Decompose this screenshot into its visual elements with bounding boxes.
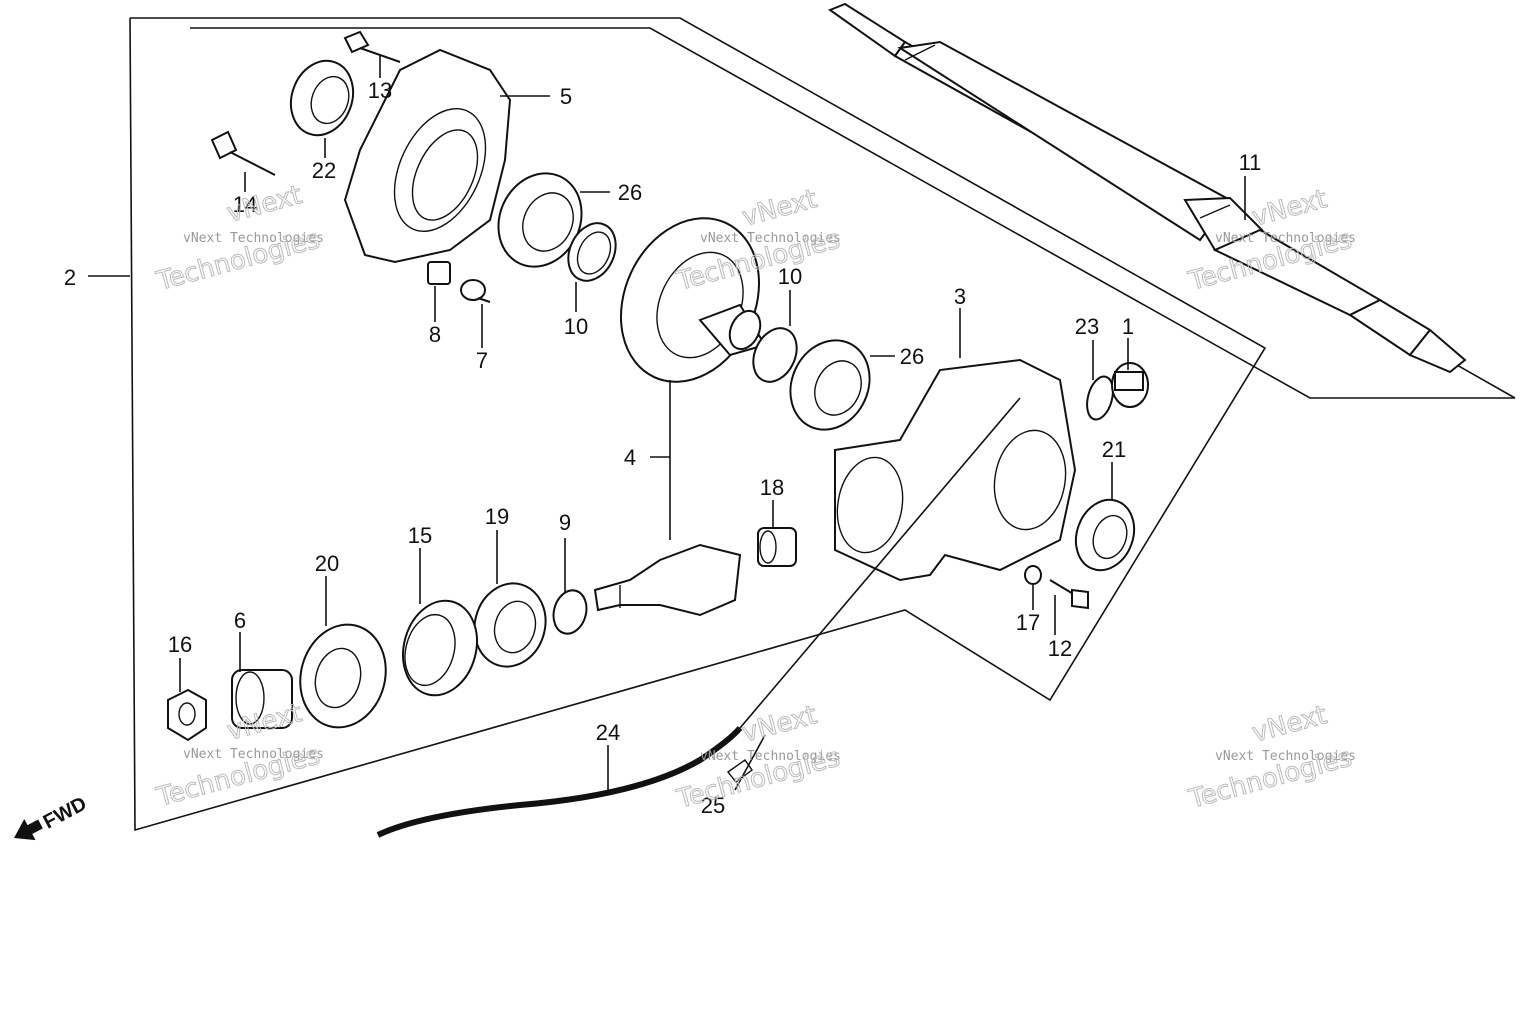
watermark-1: vNext vNext Technologies Technologies — [153, 180, 324, 298]
nut-16 — [167, 688, 207, 742]
shim-10-upper — [567, 222, 617, 282]
svg-text:vNext: vNext — [739, 184, 820, 233]
bolt-13 — [343, 30, 401, 63]
needle-bearing-18 — [757, 527, 797, 567]
o-ring-23 — [1086, 375, 1114, 421]
callout-24: 24 — [596, 720, 620, 745]
svg-text:vNext Technologies: vNext Technologies — [1215, 749, 1356, 764]
callout-4: 4 — [624, 445, 636, 470]
gear-case-3 — [834, 358, 1077, 582]
callout-8: 8 — [429, 322, 441, 347]
shim-10-lower — [752, 327, 798, 383]
callout-16: 16 — [168, 632, 192, 657]
axle-shaft — [827, 2, 1467, 374]
plate-8 — [427, 261, 451, 285]
callout-21: 21 — [1102, 437, 1126, 462]
svg-text:vNext: vNext — [1249, 184, 1330, 233]
callout-3: 3 — [954, 284, 966, 309]
bolt-12 — [1049, 579, 1089, 610]
callout-22: 22 — [312, 158, 336, 183]
svg-text:vNext Technologies: vNext Technologies — [183, 231, 324, 246]
callout-2: 2 — [64, 265, 76, 290]
callout-17: 17 — [1016, 610, 1040, 635]
callout-18: 18 — [760, 475, 784, 500]
ring-gear-4 — [620, 217, 767, 383]
washer-17 — [1024, 565, 1042, 585]
oil-seal-21 — [1074, 498, 1136, 572]
forward-label: FWD — [40, 793, 91, 834]
bearing-19 — [473, 582, 547, 668]
callout-26-upper: 26 — [618, 180, 642, 205]
svg-text:vNext Technologies: vNext Technologies — [1215, 231, 1356, 246]
bearing-26-lower — [789, 339, 871, 431]
callout-15: 15 — [408, 523, 432, 548]
callout-6: 6 — [234, 608, 246, 633]
callout-23: 23 — [1075, 314, 1099, 339]
bearing-cup-15 — [402, 599, 478, 697]
bolt-14 — [210, 130, 276, 176]
callout-26-lower: 26 — [900, 344, 924, 369]
pinion-gear — [593, 543, 742, 617]
watermark-6: vNext vNext Technologies Technologies — [1185, 700, 1356, 816]
svg-text:vNext Technologies: vNext Technologies — [700, 231, 841, 246]
callout-labels: 1 2 3 4 5 6 7 8 9 10 10 11 12 13 14 15 1… — [64, 78, 1262, 818]
breather-tube-24 — [376, 397, 1021, 838]
callout-10-lower: 10 — [778, 264, 802, 289]
callout-14: 14 — [233, 192, 257, 217]
bolt-7 — [460, 279, 491, 303]
joint-6 — [231, 669, 293, 729]
leader-lines — [88, 55, 1246, 795]
clip-25 — [726, 734, 766, 791]
forward-arrow-icon — [14, 818, 43, 841]
svg-text:vNext Technologies: vNext Technologies — [700, 749, 841, 764]
svg-text:vNext Technologies: vNext Technologies — [183, 747, 324, 762]
bearing-cover-5 — [343, 48, 512, 264]
callout-12: 12 — [1048, 636, 1072, 661]
svg-text:vNext: vNext — [224, 180, 305, 229]
callout-1: 1 — [1122, 314, 1134, 339]
callout-10-upper: 10 — [564, 314, 588, 339]
callout-11: 11 — [1239, 150, 1262, 175]
callout-7: 7 — [476, 348, 488, 373]
callout-20: 20 — [315, 551, 339, 576]
callout-5: 5 — [560, 84, 572, 109]
oil-seal-20 — [299, 623, 387, 729]
forward-direction-indicator: FWD — [14, 793, 91, 841]
svg-text:vNext: vNext — [1249, 700, 1330, 749]
svg-text:vNext: vNext — [739, 700, 820, 749]
callout-9: 9 — [559, 510, 571, 535]
callout-25: 25 — [701, 793, 725, 818]
shim-9 — [552, 589, 588, 635]
callout-19: 19 — [485, 504, 509, 529]
callout-13: 13 — [368, 78, 392, 103]
cap-1 — [1111, 362, 1149, 408]
oil-seal-22 — [289, 59, 355, 137]
